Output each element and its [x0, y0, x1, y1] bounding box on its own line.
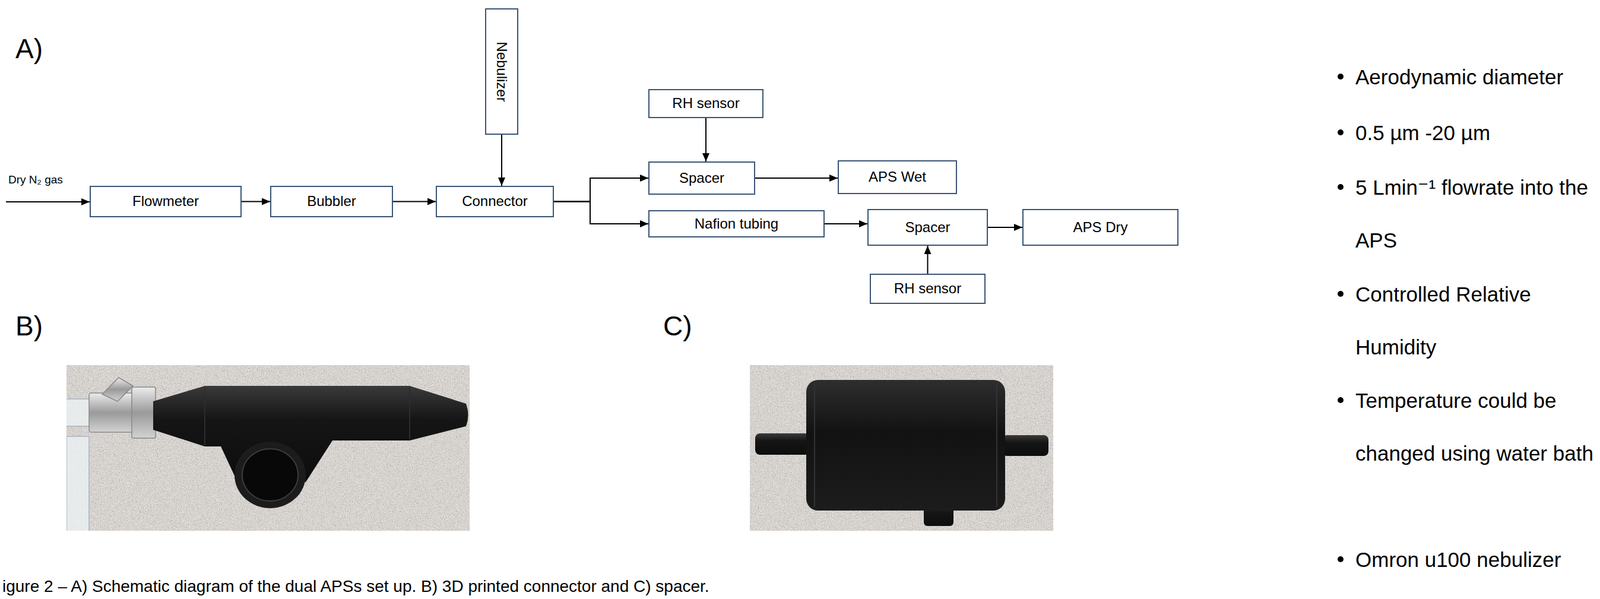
- flow-arrow: [705, 118, 707, 162]
- spacer-photo: [749, 365, 1054, 531]
- bullet-dot: [1337, 290, 1344, 297]
- bullet-point-text: 5 Lmin⁻¹ flowrate into the APS: [1355, 160, 1599, 267]
- box-label: RH sensor: [894, 280, 962, 298]
- bullet-dot: [1337, 556, 1344, 563]
- bullet-point-text: Aerodynamic diameter: [1355, 50, 1599, 104]
- connector-photo: [59, 365, 470, 538]
- box-label: APS Wet: [868, 168, 927, 186]
- panel-letter: A): [15, 32, 43, 66]
- bullet-point-text: Omron u100 nebulizer: [1355, 533, 1599, 586]
- bullet-point-text: 0.5 µm -20 µm: [1355, 106, 1599, 160]
- process-box: Nafion tubing: [648, 210, 825, 238]
- flow-arrow: [824, 223, 868, 225]
- process-box: APS Wet: [837, 160, 958, 195]
- bullet-point-text: Controlled Relative Humidity: [1355, 267, 1599, 374]
- box-label: RH sensor: [672, 94, 740, 113]
- flow-arrow: [987, 226, 1023, 228]
- vertical-process-box: Nebulizer: [485, 8, 519, 135]
- bullet-dot: [1337, 184, 1344, 190]
- process-box: RH sensor: [648, 89, 764, 119]
- panel-letter: C): [663, 309, 693, 343]
- process-box: Connector: [435, 185, 554, 218]
- process-box: RH sensor: [869, 273, 986, 304]
- flow-arrow: [927, 245, 929, 274]
- process-box: Flowmeter: [89, 185, 242, 218]
- box-label: Bubbler: [306, 192, 357, 211]
- inlet-arrow: [5, 201, 90, 203]
- flow-arrow: [393, 201, 436, 203]
- process-box: Bubbler: [270, 185, 394, 218]
- box-label: Spacer: [679, 169, 725, 188]
- bullet-dot: [1337, 73, 1344, 80]
- box-label: Connector: [461, 192, 528, 211]
- inlet-label: Dry N₂ gas: [8, 173, 63, 188]
- figure-caption: igure 2 – A) Schematic diagram of the du…: [2, 577, 710, 597]
- bullet-point-text: Temperature could be changed using water…: [1355, 374, 1599, 480]
- flow-arrow: [553, 201, 649, 225]
- box-label: Nebulizer: [493, 41, 511, 102]
- process-box: Spacer: [867, 208, 988, 246]
- flow-arrow: [501, 134, 503, 186]
- box-label: Flowmeter: [132, 192, 199, 211]
- box-label: Nafion tubing: [694, 215, 779, 233]
- flow-arrow: [755, 177, 838, 179]
- box-label: APS Dry: [1072, 219, 1128, 237]
- process-box: Spacer: [648, 161, 756, 195]
- flow-arrow: [241, 201, 271, 203]
- box-label: Spacer: [904, 219, 950, 237]
- bullet-dot: [1337, 397, 1344, 404]
- process-box: APS Dry: [1022, 208, 1179, 246]
- flow-arrow: [553, 178, 649, 202]
- bullet-dot: [1337, 129, 1344, 136]
- panel-letter: B): [15, 309, 43, 343]
